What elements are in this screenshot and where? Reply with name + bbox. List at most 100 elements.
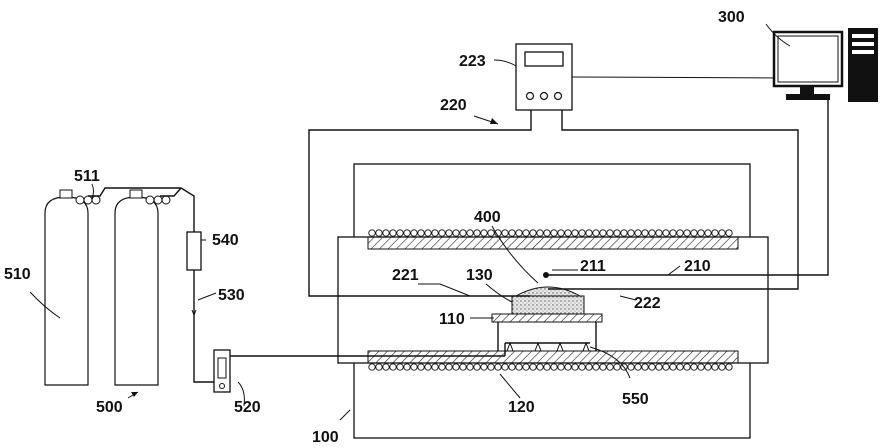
heating-coil [691,230,697,236]
heating-coil [712,230,718,236]
heating-coil [586,230,592,236]
heating-coil [446,364,452,370]
heating-coil [565,364,571,370]
heating-coil [474,364,480,370]
heating-coil [390,230,396,236]
heating-coil [719,364,725,370]
heating-coil [572,230,578,236]
heating-coil [684,230,690,236]
heating-coil [551,364,557,370]
heating-coil [376,364,382,370]
heating-coil [628,230,634,236]
heating-coil [607,364,613,370]
label-221: 221 [392,267,419,284]
temperature-controller [516,44,780,110]
label-120: 120 [508,399,535,416]
heating-coil [418,230,424,236]
heating-coil [467,230,473,236]
heating-coil [453,364,459,370]
heating-coil [572,364,578,370]
heating-coil [432,230,438,236]
heating-coil [586,364,592,370]
heating-coil [432,364,438,370]
heating-coil [446,230,452,236]
heating-coil [698,230,704,236]
label-511: 511 [74,168,100,185]
label-500: 500 [96,399,123,416]
heating-coil [509,364,515,370]
heating-coil [509,230,515,236]
heating-coil [642,230,648,236]
heating-coil [516,364,522,370]
heating-coil [600,230,606,236]
heating-coil [656,230,662,236]
gas-cylinder-right [115,190,158,385]
label-400: 400 [474,209,501,226]
heating-coil [376,230,382,236]
heating-coil [621,230,627,236]
upper-heater [368,230,738,249]
heating-coil [453,230,459,236]
heating-coil [614,364,620,370]
heating-coil [439,364,445,370]
label-540: 540 [212,232,239,249]
heating-coil [369,364,375,370]
heating-coil [544,364,550,370]
heating-coil [530,230,536,236]
heating-coil [460,364,466,370]
heating-coil [670,364,676,370]
label-100: 100 [312,429,339,446]
gas-cylinder-left [45,190,88,385]
heating-coil [593,230,599,236]
label-211: 211 [580,258,606,275]
label-300: 300 [718,9,745,26]
heating-coil [698,364,704,370]
heating-coil [418,364,424,370]
heating-coil [488,364,494,370]
heating-coil [712,364,718,370]
label-130: 130 [466,267,493,284]
heating-coil [705,364,711,370]
heating-coil [663,364,669,370]
heating-coil [481,230,487,236]
heating-coil [719,230,725,236]
heating-coil [635,364,641,370]
heating-coil [649,230,655,236]
heating-coil [663,230,669,236]
heating-coil [404,230,410,236]
label-550: 550 [622,391,649,408]
heating-coil [684,364,690,370]
heating-coil [383,230,389,236]
heating-coil [691,364,697,370]
heating-coil [642,364,648,370]
heating-coil [614,230,620,236]
heating-coil [593,364,599,370]
heating-coil [516,230,522,236]
heating-coil [579,364,585,370]
heating-coil [481,364,487,370]
heating-coil [411,364,417,370]
heating-coil [425,364,431,370]
heating-coil [558,364,564,370]
heating-coil [670,230,676,236]
heating-coil [530,364,536,370]
label-223: 223 [459,53,486,70]
heating-coil [495,364,501,370]
heating-coil [544,230,550,236]
heating-coil [390,364,396,370]
heating-coil [523,364,529,370]
heating-coil [397,364,403,370]
heating-coil [635,230,641,236]
heating-coil [677,230,683,236]
heating-coil [467,364,473,370]
heating-coil [502,364,508,370]
heating-coil [600,364,606,370]
heating-coil [502,230,508,236]
heating-coil [439,230,445,236]
label-220: 220 [440,97,467,114]
heating-coil [369,230,375,236]
sample-holder [512,296,584,314]
label-222: 222 [634,295,661,312]
heating-coil [579,230,585,236]
